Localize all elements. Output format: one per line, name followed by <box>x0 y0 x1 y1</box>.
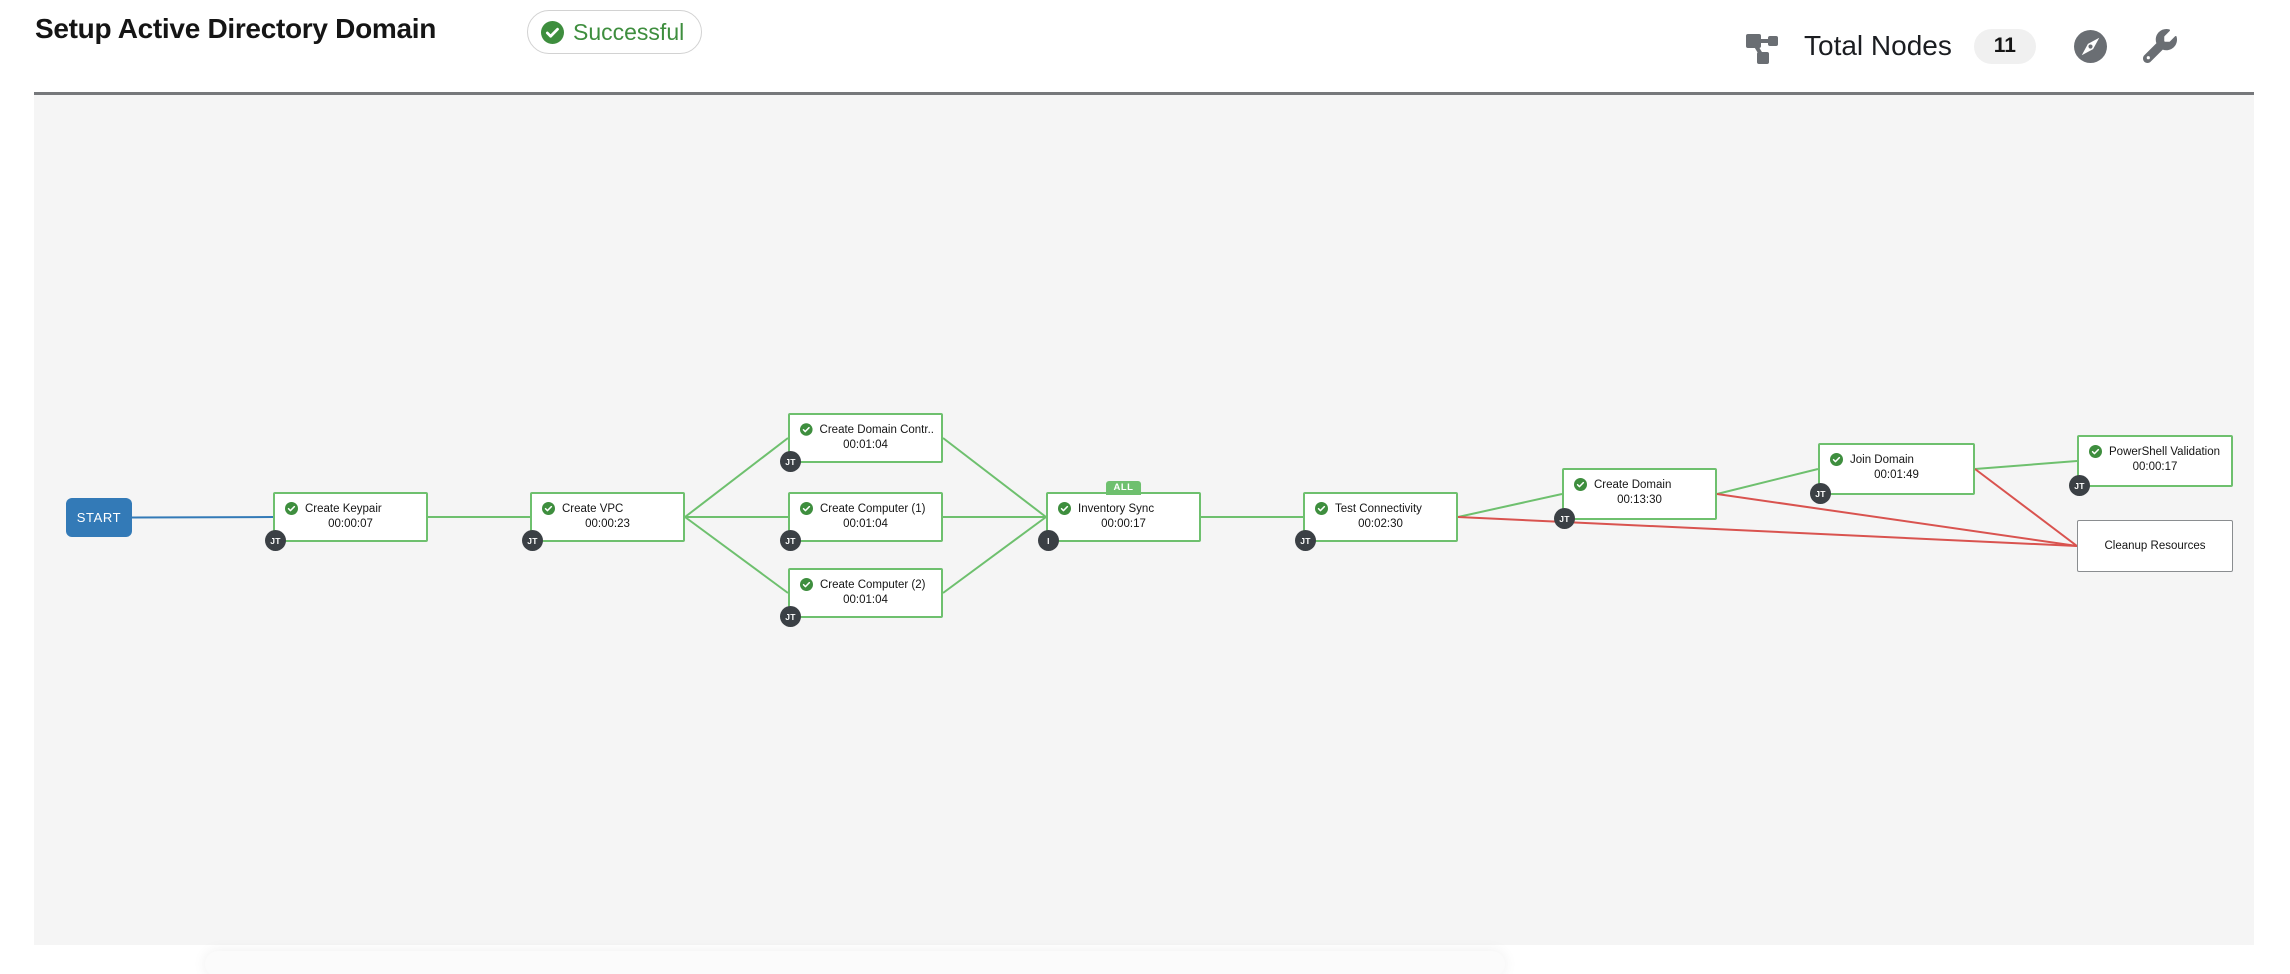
node-elapsed-time: 00:01:04 <box>843 594 888 606</box>
node-label: Create Computer (1) <box>820 502 926 515</box>
node-type-badge: JT <box>522 530 543 551</box>
node-type-badge: JT <box>1554 508 1575 529</box>
node-label: Inventory Sync <box>1078 502 1155 515</box>
node-label: Create Domain Contr... <box>819 423 933 436</box>
success-check-icon <box>541 20 564 44</box>
workflow-start-node[interactable]: START <box>66 498 132 537</box>
node-label: PowerShell Validation <box>2109 445 2221 458</box>
status-badge[interactable]: Successful <box>527 10 703 54</box>
node-success-icon <box>285 502 298 515</box>
compass-icon[interactable] <box>2073 29 2107 63</box>
header-toolbar: Total Nodes 11 <box>1742 0 2177 92</box>
node-success-icon <box>542 502 555 515</box>
page-title: Setup Active Directory Domain <box>35 13 437 44</box>
node-label: Join Domain <box>1850 453 1914 466</box>
node-type-badge: JT <box>780 451 801 472</box>
total-nodes-count-badge: 11 <box>1973 28 2036 64</box>
run-condition-tag: ALL <box>1105 481 1142 495</box>
node-success-icon <box>800 502 813 515</box>
node-elapsed-time: 00:00:07 <box>328 518 373 530</box>
node-type-badge: JT <box>1295 530 1316 551</box>
node-label: Test Connectivity <box>1335 502 1422 515</box>
node-elapsed-time: 00:01:04 <box>843 518 888 530</box>
node-label: Create Computer (2) <box>820 578 926 591</box>
node-label: Cleanup Resources <box>2104 540 2206 552</box>
node-elapsed-time: 00:00:23 <box>585 518 630 530</box>
node-label: Create VPC <box>562 502 624 515</box>
header-divider <box>34 92 2254 95</box>
node-elapsed-time: 00:01:04 <box>843 439 888 451</box>
total-nodes-label: Total Nodes <box>1804 30 1952 61</box>
node-success-icon <box>1574 478 1587 491</box>
node-elapsed-time: 00:13:30 <box>1617 494 1662 506</box>
node-elapsed-time: 00:01:49 <box>1874 469 1919 481</box>
node-type-badge: JT <box>2069 475 2090 496</box>
node-success-icon <box>800 578 813 591</box>
bottom-panel-shadow <box>205 951 1505 974</box>
node-type-badge: JT <box>1810 483 1831 504</box>
wrench-icon[interactable] <box>2142 29 2177 63</box>
node-success-icon <box>1058 502 1071 515</box>
node-success-icon <box>1315 502 1328 515</box>
node-type-badge: I <box>1038 530 1059 551</box>
node-type-badge: JT <box>265 530 286 551</box>
node-label: Create Domain <box>1594 478 1672 491</box>
node-success-icon <box>2089 445 2102 458</box>
node-type-badge: JT <box>780 606 801 627</box>
workflow-header: Setup Active Directory Domain Successful… <box>0 0 2290 92</box>
node-elapsed-time: 00:00:17 <box>2132 461 2178 473</box>
workflow-node-cleanup-resources[interactable]: Cleanup Resources <box>2077 520 2233 572</box>
node-elapsed-time: 00:02:30 <box>1358 518 1403 530</box>
node-success-icon <box>1830 453 1843 466</box>
node-elapsed-time: 00:00:17 <box>1101 518 1146 530</box>
sitemap-icon <box>1742 28 1778 64</box>
node-label: Create Keypair <box>305 502 382 515</box>
status-badge-label: Successful <box>573 18 685 45</box>
node-type-badge: JT <box>780 530 801 551</box>
node-success-icon <box>800 423 813 436</box>
